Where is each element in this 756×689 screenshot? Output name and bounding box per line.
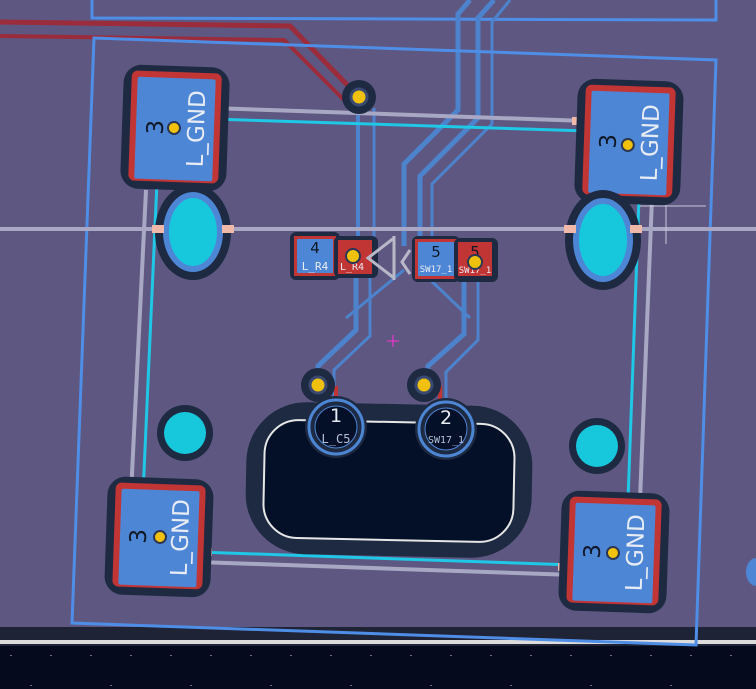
pin2-number: 2 <box>440 407 452 429</box>
oval-left-stub-a <box>152 225 164 233</box>
pin2-net: SW17_1 <box>428 435 464 446</box>
smd-switch-net-b: SW17_1 <box>459 266 492 276</box>
pad-top-left-net: L_GND <box>183 90 212 168</box>
via-pin2[interactable] <box>407 368 441 402</box>
pad-bottom-left[interactable]: 3 L_GND <box>104 476 214 598</box>
mount-hole-right <box>569 418 625 474</box>
via-top[interactable] <box>342 80 376 114</box>
smd-resistor-net: L_R4 <box>302 260 329 273</box>
pad-bottom-right-net: L_GND <box>622 514 651 592</box>
through-hole-pin2[interactable]: 2 SW17_1 <box>415 398 477 460</box>
pad-bottom-right-label: 3 <box>580 543 606 559</box>
smd-resistor-pad-b[interactable]: L_R4 <box>334 236 378 278</box>
smd-switch-via <box>467 254 483 270</box>
track-right-gray <box>638 197 654 501</box>
blue-track-1 <box>401 0 472 246</box>
upper-key-outline <box>90 0 718 22</box>
bottom-edge-line <box>0 640 756 644</box>
grid-dots <box>10 655 732 686</box>
pad-top-right-label: 3 <box>596 134 622 150</box>
oval-left-stub-b <box>222 225 234 233</box>
blue-track-3 <box>430 0 512 246</box>
pad-top-left[interactable]: 3 L_GND <box>120 64 230 192</box>
right-edge-partial <box>746 558 756 586</box>
through-hole-pin1[interactable]: 1 L_C5 <box>305 396 367 458</box>
pad-top-right[interactable]: 3 L_GND <box>574 78 684 206</box>
pad-top-left-via <box>167 120 182 135</box>
pad-bottom-left-label: 3 <box>126 528 152 544</box>
track-left-cyan <box>141 181 159 495</box>
smd-resistor[interactable]: 4 L_R4 <box>290 232 340 280</box>
pin1-number: 1 <box>330 405 342 427</box>
track-top-cyan <box>211 117 589 133</box>
pad-top-right-net: L_GND <box>637 104 666 182</box>
pin1-net: L_C5 <box>322 432 351 446</box>
pad-bottom-left-net: L_GND <box>167 499 196 577</box>
oval-right-stub-b <box>630 225 642 233</box>
track-bottom-gray <box>197 560 575 577</box>
track-left-gray <box>129 189 148 495</box>
track-bottom-cyan <box>197 550 575 567</box>
bottom-grid-area <box>0 646 756 689</box>
red-track-upper <box>0 19 360 98</box>
blue-track-via-right-b <box>444 276 480 404</box>
smd-resistor-via <box>345 248 361 264</box>
smd-switch-number-b: 5 <box>470 243 480 261</box>
smd-switch-net: SW17_1 <box>420 265 453 275</box>
smd-switch-number: 5 <box>431 243 441 261</box>
track-top-gray <box>211 106 587 123</box>
pad-bottom-right[interactable]: 3 L_GND <box>558 490 670 614</box>
oval-hole-left <box>155 184 231 280</box>
pad-bottom-right-via <box>605 545 620 560</box>
pad-top-left-label: 3 <box>143 120 169 136</box>
cursor-crosshair <box>387 335 399 347</box>
key-outline <box>70 36 718 647</box>
mount-hole-left <box>157 405 213 461</box>
via-pin1[interactable] <box>301 368 335 402</box>
diode-symbol <box>365 236 412 280</box>
switch-slot <box>245 402 533 558</box>
smd-switch-pad-b[interactable]: 5 SW17_1 <box>454 238 498 282</box>
oval-right-stub-a <box>564 225 576 233</box>
smd-resistor-number: 4 <box>310 239 320 257</box>
oval-hole-right <box>565 190 641 290</box>
pad-top-right-via <box>620 137 635 152</box>
smd-resistor-net-b: L_R4 <box>340 262 364 273</box>
pad-bottom-left-via <box>153 530 167 544</box>
smd-switch[interactable]: 5 SW17_1 <box>412 236 460 282</box>
